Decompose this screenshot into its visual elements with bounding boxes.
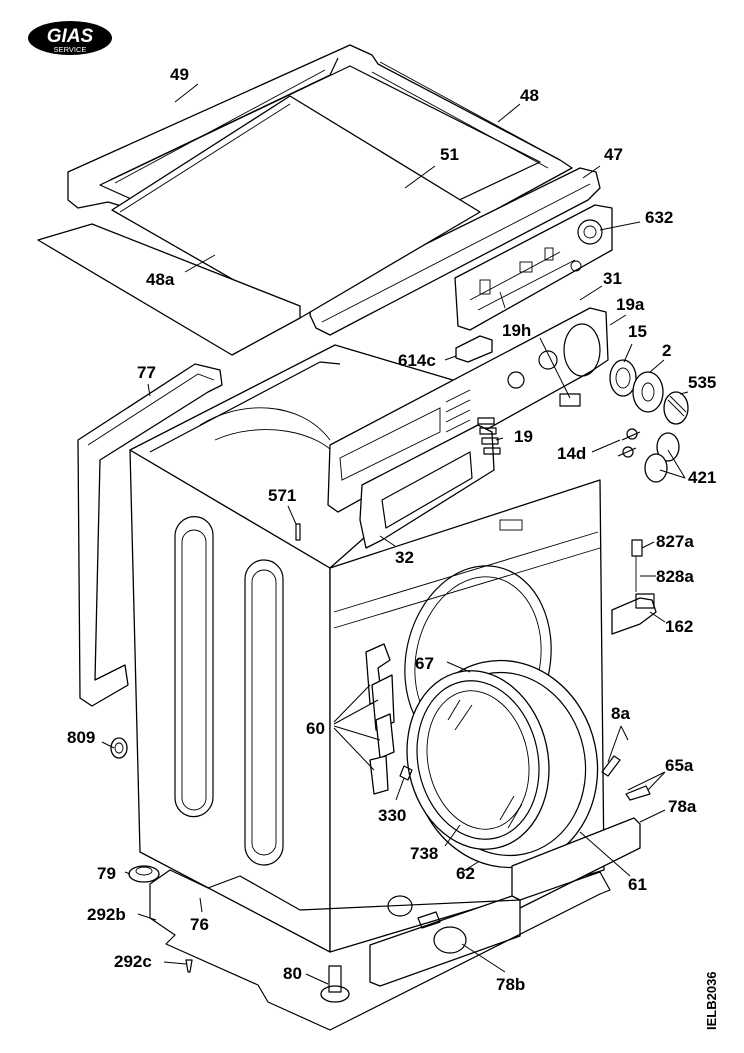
label-571: 571 [268,486,296,505]
label-330: 330 [378,806,406,825]
label-65a: 65a [665,756,694,775]
control-board [454,204,613,331]
feet-group [110,737,350,1003]
logo-sub: SERVICE [54,45,87,54]
label-19h: 19h [502,321,531,340]
base-plate [149,869,611,1031]
label-14d: 14d [557,444,586,463]
label-421: 421 [688,468,716,487]
label-827a: 827a [656,532,694,551]
label-15: 15 [628,322,647,341]
label-79: 79 [97,864,116,883]
label-78a: 78a [668,797,697,816]
label-292c: 292c [114,952,152,971]
label-62: 62 [456,864,475,883]
door-handle-pins [601,755,651,801]
label-535: 535 [688,373,716,392]
label-632: 632 [645,208,673,227]
label-76: 76 [190,915,209,934]
part-labels: 49 48 51 47 632 48a 31 19a 19h 15 2 535 … [67,65,716,994]
logo-brand: GIAS [47,26,94,47]
label-67: 67 [415,654,434,673]
label-162: 162 [665,617,693,636]
label-8a: 8a [611,704,630,723]
label-47: 47 [604,145,623,164]
reference-code: IELB2036 [704,971,719,1030]
knobs-group [609,359,689,483]
label-809: 809 [67,728,95,747]
label-77: 77 [137,363,156,382]
label-828a: 828a [656,567,694,586]
label-292b: 292b [87,905,126,924]
label-19: 19 [514,427,533,446]
label-80: 80 [283,964,302,983]
gias-service-logo: GIAS SERVICE [28,21,112,55]
label-51: 51 [440,145,459,164]
plinth-panels [369,817,641,987]
label-738: 738 [410,844,438,863]
label-78b: 78b [496,975,525,994]
label-60: 60 [306,719,325,738]
label-48a: 48a [146,270,175,289]
label-49: 49 [170,65,189,84]
door-assembly [406,659,599,869]
bottom-tray-panel [37,223,301,356]
label-31: 31 [603,269,622,288]
small-screws [295,523,413,781]
label-48: 48 [520,86,539,105]
label-61: 61 [628,875,647,894]
label-2: 2 [662,341,671,360]
control-panel-assembly [327,307,609,549]
door-hinges [365,643,395,795]
rubber-seal-frame [77,363,223,707]
label-614c: 614c [398,351,436,370]
leader-lines [101,83,689,985]
door-interlock-group [611,539,657,635]
label-19a: 19a [616,295,645,314]
label-32: 32 [395,548,414,567]
